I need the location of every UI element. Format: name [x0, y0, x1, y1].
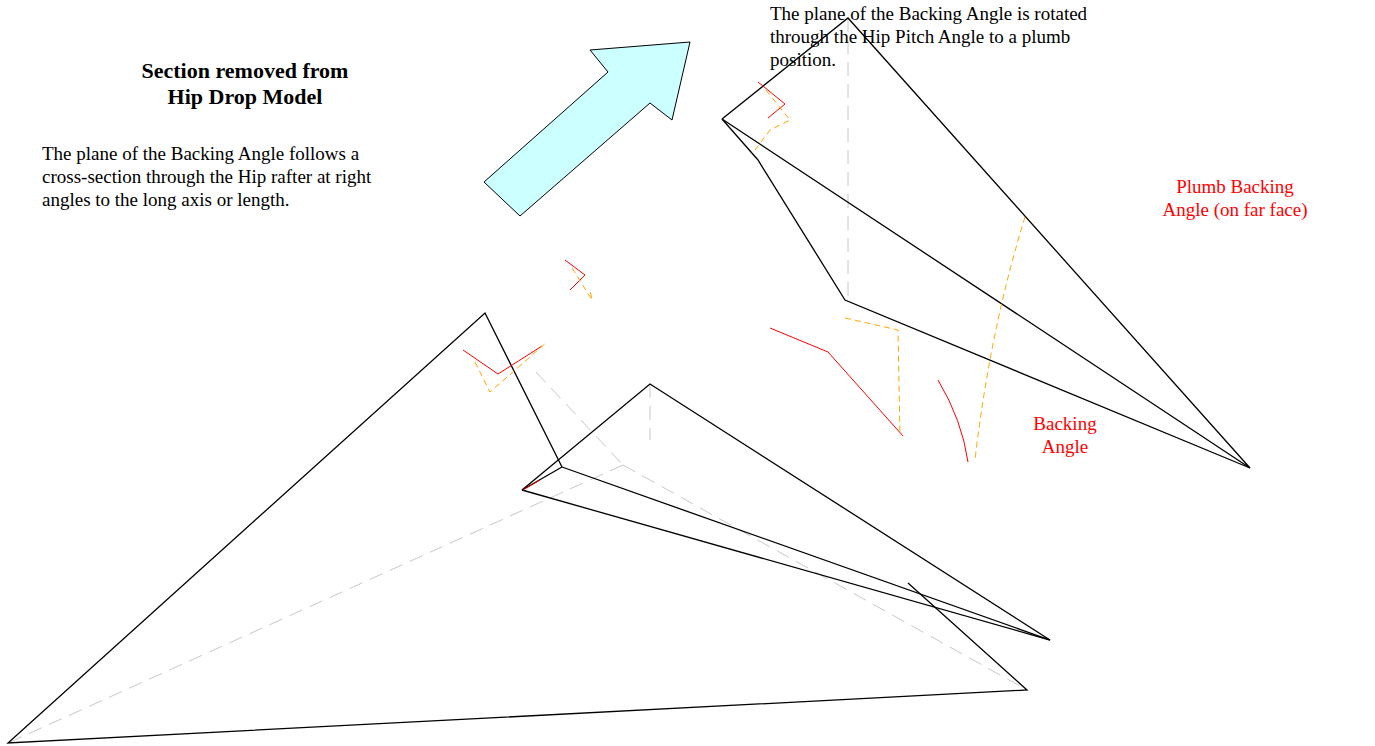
angle-label: Plumb Backing Angle (on far face) — [1160, 175, 1310, 221]
diagram-title: Section removed from Hip Drop Model — [140, 58, 350, 110]
note-text: The plane of the Backing Angle follows a… — [42, 142, 382, 211]
model-edges — [8, 18, 1250, 743]
angle-label: Backing Angle — [1015, 412, 1115, 458]
rotation-arrow — [484, 42, 690, 216]
hidden-edges — [8, 18, 1027, 743]
note-text: The plane of the Backing Angle is rotate… — [770, 2, 1090, 71]
